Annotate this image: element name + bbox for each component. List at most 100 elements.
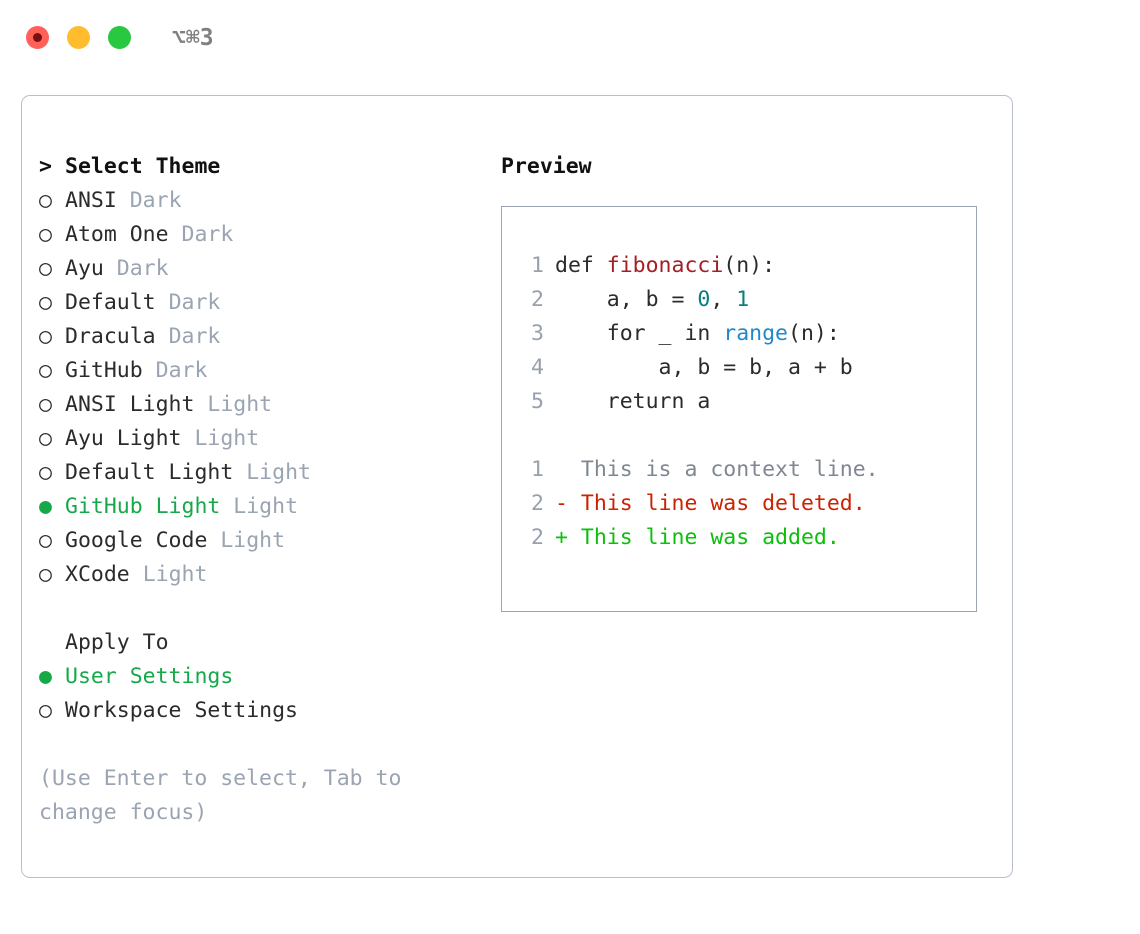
theme-option-label: GitHub bbox=[65, 358, 143, 383]
diff-line-sign: + bbox=[555, 525, 581, 550]
theme-option-variant: Light bbox=[233, 494, 299, 519]
apply-to-heading: Apply To bbox=[39, 626, 479, 660]
theme-option-variant: Dark bbox=[168, 290, 221, 315]
theme-option-github[interactable]: ○GitHub Dark bbox=[39, 354, 479, 388]
apply-to-option-label: User Settings bbox=[65, 664, 234, 689]
diff-line-number: 2 bbox=[531, 491, 544, 516]
theme-option-label: Atom One bbox=[65, 222, 169, 247]
radio-selected-icon: ● bbox=[39, 494, 52, 519]
code-line-number: 1 bbox=[531, 253, 544, 278]
code-token-plain: def bbox=[555, 253, 607, 278]
theme-option-ansi-light[interactable]: ○ANSI Light Light bbox=[39, 388, 479, 422]
radio-unselected-icon: ○ bbox=[39, 392, 52, 417]
label-spacer bbox=[233, 460, 246, 485]
radio-unselected-icon: ○ bbox=[39, 562, 52, 587]
diff-block: 1 This is a context line.2- This line wa… bbox=[518, 453, 879, 555]
radio-unselected-icon: ○ bbox=[39, 324, 52, 349]
theme-option-label: GitHub Light bbox=[65, 494, 221, 519]
code-token-plain: for _ in bbox=[555, 321, 724, 346]
theme-option-label: Default bbox=[65, 290, 156, 315]
theme-option-github-light[interactable]: ● GitHub Light Light bbox=[39, 490, 479, 524]
maximize-window-icon[interactable] bbox=[108, 26, 131, 49]
code-line: 4 a, b = b, a + b bbox=[518, 351, 879, 385]
radio-unselected-icon: ○ bbox=[39, 290, 52, 315]
theme-option-label: Ayu Light bbox=[65, 426, 182, 451]
theme-option-variant: Dark bbox=[116, 256, 169, 281]
code-line-number: 5 bbox=[531, 389, 544, 414]
apply-to-list: ● User Settings ○ Workspace Settings bbox=[39, 660, 479, 728]
radio-selected-icon: ● bbox=[39, 664, 52, 689]
theme-option-variant: Light bbox=[246, 460, 311, 485]
theme-option-variant: Light bbox=[194, 426, 260, 451]
code-line-number: 3 bbox=[531, 321, 544, 346]
close-window-icon[interactable] bbox=[26, 26, 49, 49]
preview-title: Preview bbox=[501, 154, 592, 179]
diff-line-text: This line was added. bbox=[580, 525, 840, 550]
keyboard-hint: (Use Enter to select, Tab to change focu… bbox=[39, 766, 402, 825]
label-spacer bbox=[117, 188, 130, 213]
theme-option-ansi[interactable]: ○ANSI Dark bbox=[39, 184, 479, 218]
apply-to-option-label: Workspace Settings bbox=[65, 698, 298, 723]
theme-option-variant: Light bbox=[142, 562, 208, 587]
theme-option-label: Google Code bbox=[65, 528, 208, 553]
label-spacer bbox=[194, 392, 207, 417]
window-controls bbox=[26, 26, 131, 49]
theme-option-atom-one[interactable]: ○Atom One Dark bbox=[39, 218, 479, 252]
theme-option-default-light[interactable]: ○Default Light Light bbox=[39, 456, 479, 490]
label-spacer bbox=[143, 358, 156, 383]
radio-unselected-icon: ○ bbox=[39, 256, 52, 281]
label-spacer bbox=[220, 494, 233, 519]
theme-option-ayu-light[interactable]: ○Ayu Light Light bbox=[39, 422, 479, 456]
code-token-func: fibonacci bbox=[606, 253, 724, 278]
theme-option-xcode[interactable]: ○ XCode Light bbox=[39, 558, 479, 592]
label-spacer bbox=[104, 256, 117, 281]
theme-selector-column: >Select Theme ○ANSI Dark○Atom One Dark○A… bbox=[39, 150, 479, 830]
diff-line-sign: - bbox=[555, 491, 581, 516]
code-token-plain: , bbox=[710, 287, 737, 312]
radio-unselected-icon: ○ bbox=[39, 698, 52, 723]
code-line-number: 2 bbox=[531, 287, 544, 312]
theme-list-heading-label: Select Theme bbox=[65, 154, 221, 179]
minimize-window-icon[interactable] bbox=[67, 26, 90, 49]
code-line: 3 for _ in range(n): bbox=[518, 317, 879, 351]
code-token-plain: (n): bbox=[788, 321, 840, 346]
theme-option-label: Dracula bbox=[65, 324, 156, 349]
radio-unselected-icon: ○ bbox=[39, 528, 52, 553]
prompt-caret-icon: > bbox=[39, 154, 52, 179]
diff-line-add: 2+ This line was added. bbox=[518, 521, 879, 555]
content-panel: >Select Theme ○ANSI Dark○Atom One Dark○A… bbox=[21, 95, 1013, 878]
theme-option-label: ANSI bbox=[65, 188, 117, 213]
diff-line-number: 1 bbox=[531, 457, 544, 482]
theme-option-label: ANSI Light bbox=[65, 392, 195, 417]
apply-to-option-user-settings[interactable]: ● User Settings bbox=[39, 660, 479, 694]
code-line: 2 a, b = 0, 1 bbox=[518, 283, 879, 317]
code-token-plain: a, b = bbox=[555, 287, 698, 312]
theme-option-dracula[interactable]: ○Dracula Dark bbox=[39, 320, 479, 354]
theme-option-variant: Dark bbox=[155, 358, 208, 383]
title-bar: ⌥⌘3 bbox=[0, 0, 1140, 76]
radio-unselected-icon: ○ bbox=[39, 222, 52, 247]
apply-to-option-workspace-settings[interactable]: ○ Workspace Settings bbox=[39, 694, 479, 728]
label-spacer bbox=[156, 324, 169, 349]
code-diff-separator bbox=[518, 419, 879, 453]
code-token-bi: range bbox=[723, 321, 789, 346]
theme-option-ayu[interactable]: ○ Ayu Dark bbox=[39, 252, 479, 286]
radio-unselected-icon: ○ bbox=[39, 188, 52, 213]
code-token-plain: (n): bbox=[723, 253, 776, 278]
code-token-num: 1 bbox=[736, 287, 750, 312]
label-spacer bbox=[182, 426, 195, 451]
code-line: 5 return a bbox=[518, 385, 879, 419]
theme-option-label: XCode bbox=[65, 562, 130, 587]
theme-option-default[interactable]: ○ Default Dark bbox=[39, 286, 479, 320]
section-spacer bbox=[39, 592, 479, 626]
apply-to-heading-marker bbox=[39, 626, 65, 660]
theme-option-label: Ayu bbox=[65, 256, 104, 281]
theme-list: ○ANSI Dark○Atom One Dark○Ayu Dark○Defaul… bbox=[39, 184, 479, 592]
code-token-plain: a, b = b, a + b bbox=[555, 355, 853, 380]
diff-line-text: This line was deleted. bbox=[580, 491, 866, 516]
theme-option-google-code[interactable]: ○Google Code Light bbox=[39, 524, 479, 558]
